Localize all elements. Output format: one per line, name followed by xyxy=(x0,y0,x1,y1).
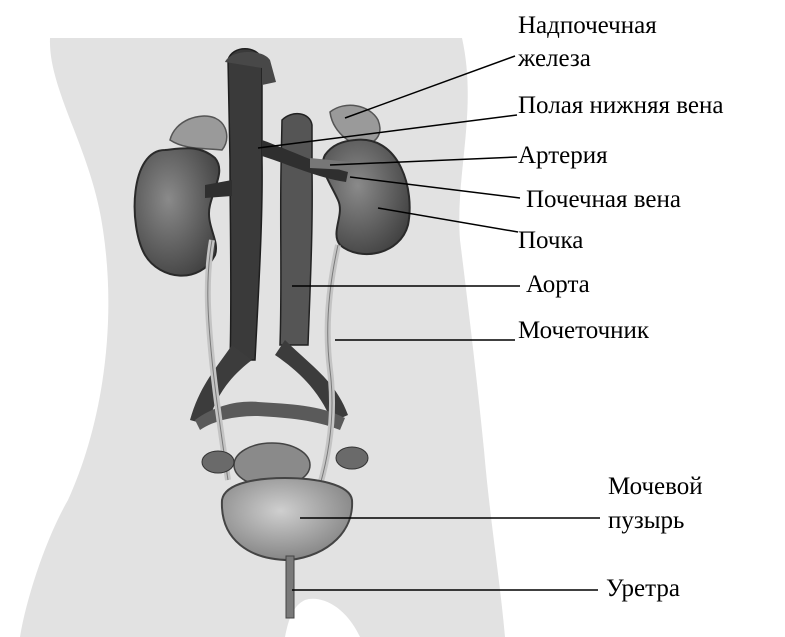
label-inferior-vena-cava: Полая нижняя вена xyxy=(518,93,723,119)
label-ureter: Мочеточник xyxy=(518,318,649,344)
label-artery: Артерия xyxy=(518,143,608,169)
label-kidney: Почка xyxy=(518,228,583,254)
label-bladder-line2: пузырь xyxy=(608,508,684,534)
left-kidney xyxy=(135,148,220,275)
label-renal-vein: Почечная вена xyxy=(526,187,681,213)
right-ovary xyxy=(336,447,368,469)
label-adrenal-gland-line2: железа xyxy=(518,46,591,72)
left-ovary xyxy=(202,451,234,473)
aorta xyxy=(280,114,312,345)
urethra xyxy=(286,556,294,618)
label-aorta: Аорта xyxy=(526,272,590,298)
label-urethra: Уретра xyxy=(606,576,680,602)
label-adrenal-gland-line1: Надпочечная xyxy=(518,13,657,39)
label-bladder-line1: Мочевой xyxy=(608,474,703,500)
inferior-vena-cava xyxy=(228,49,262,360)
